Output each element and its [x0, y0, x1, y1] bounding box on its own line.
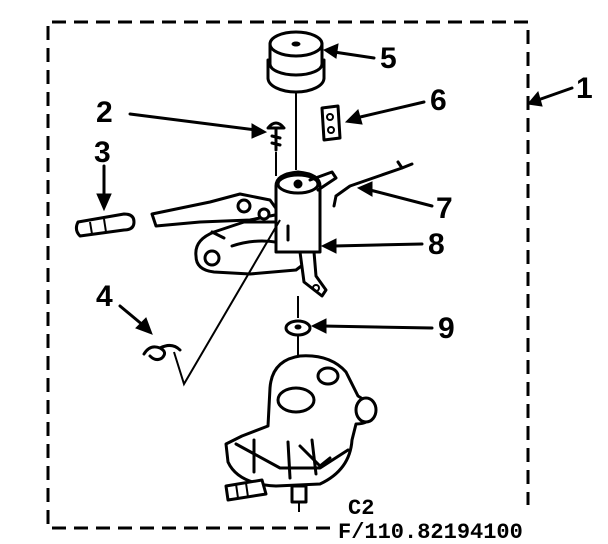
part-7-spring: [332, 160, 414, 208]
part-8-upper-body: [150, 170, 338, 298]
section-code: C2: [348, 496, 374, 521]
part-2-screw: [266, 121, 286, 152]
part-6-clip: [320, 104, 342, 142]
callout-arrows: [96, 43, 574, 335]
kit-boundary: [46, 20, 530, 530]
figure-number: F/110.82194100: [338, 520, 523, 544]
callout-1: 1: [576, 72, 593, 105]
callout-9: 9: [438, 312, 455, 345]
part-3-pin: [74, 212, 136, 238]
callout-6: 6: [430, 84, 447, 117]
part-9-washer: [284, 319, 312, 337]
callout-3: 3: [94, 136, 111, 169]
lower-carb-body: [224, 354, 378, 512]
callout-5: 5: [380, 42, 397, 75]
part-4-spring: [142, 343, 182, 362]
part-4-leader: [173, 219, 281, 387]
callout-4: 4: [96, 280, 113, 313]
part-5-pulley: [266, 30, 326, 94]
callout-7: 7: [436, 192, 453, 225]
callout-8: 8: [428, 228, 445, 261]
callout-2: 2: [96, 96, 113, 129]
